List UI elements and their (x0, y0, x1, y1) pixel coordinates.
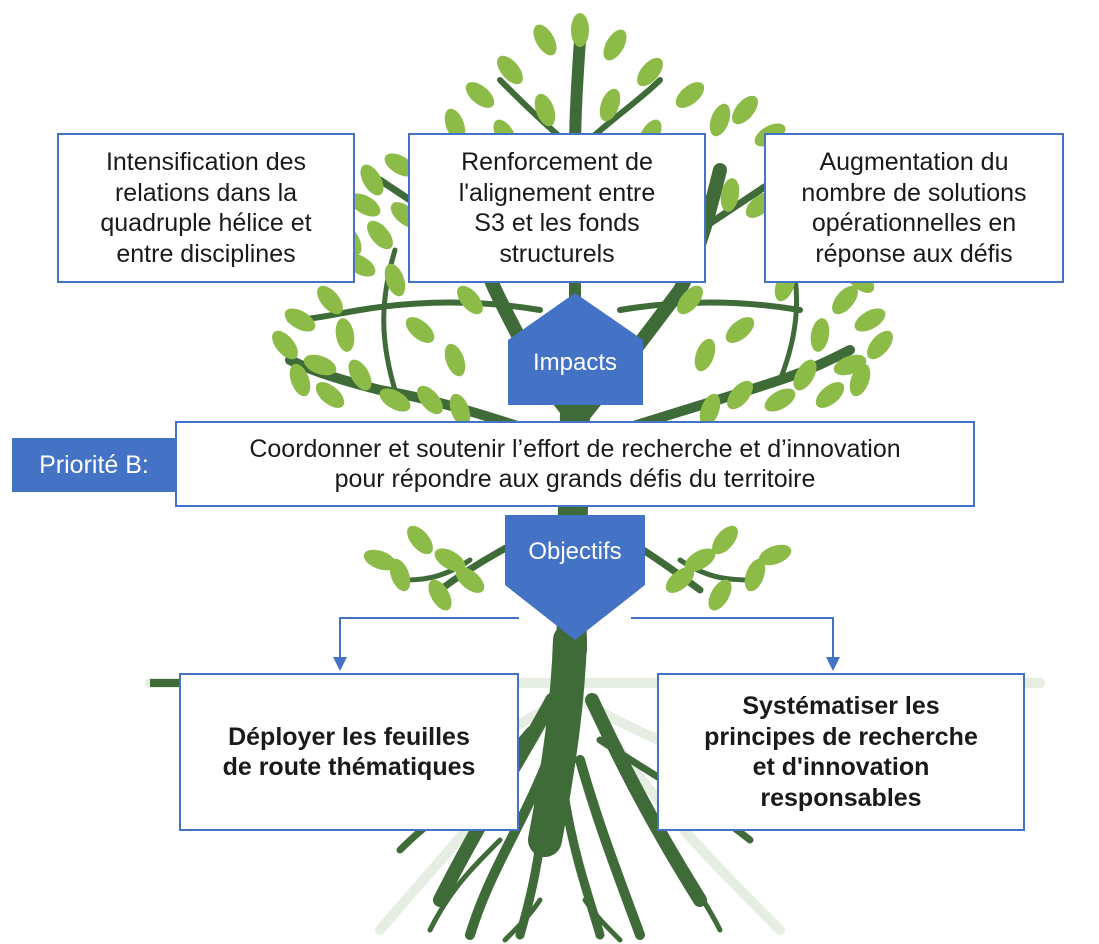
leaf-shape (725, 317, 755, 343)
leaf-shape (709, 103, 731, 137)
leaf-shape (533, 24, 557, 56)
leaf-shape (497, 55, 523, 85)
leaf-shape (832, 285, 858, 315)
leaf-shape (849, 363, 871, 397)
leaf-shape (449, 393, 471, 427)
leaf-shape (665, 567, 695, 593)
leaf-shape (793, 359, 817, 391)
leaf-shape (349, 193, 381, 217)
leaf-shape (303, 354, 337, 376)
leaf-shape (744, 558, 766, 592)
leaf-shape (708, 579, 732, 611)
impact-box-solutions: Augmentation du nombre de solutions opér… (764, 133, 1064, 283)
leaf-shape (417, 385, 443, 415)
leaf-shape (272, 330, 298, 360)
leaf-shape (360, 164, 384, 196)
leaf-shape (677, 285, 703, 315)
right-connector-arrowhead (826, 657, 840, 671)
leaf-shape (407, 525, 433, 555)
leaf-shape (363, 549, 397, 571)
leaf-shape (712, 525, 738, 555)
leaf-shape (810, 318, 830, 352)
leaf-shape (732, 95, 758, 125)
leaf-shape (457, 285, 483, 315)
leaf-shape (434, 548, 466, 572)
leaf-shape (599, 88, 621, 122)
leaf-shape (727, 380, 753, 410)
leaf-shape (384, 263, 406, 297)
impact-box-relations: Intensification des relations dans la qu… (57, 133, 355, 283)
leaf-shape (867, 330, 893, 360)
leaf-shape (637, 57, 663, 87)
leaf-shape (684, 548, 716, 572)
leaf-shape (675, 82, 705, 108)
leaf-shape (379, 388, 411, 412)
leaf-shape (317, 285, 343, 315)
connector-arrow (339, 617, 834, 660)
leaf-shape (720, 178, 740, 212)
leaf-shape (348, 359, 372, 391)
leaf-shape (699, 393, 721, 427)
priority-statement: Coordonner et soutenir l’effort de reche… (175, 421, 975, 507)
objective-box-recherche-responsable: Systématiser les principes de recherche … (657, 673, 1025, 831)
leaf-shape (444, 343, 466, 377)
leaf-shape (815, 382, 845, 408)
leaf-shape (284, 308, 316, 332)
leaf-shape (384, 153, 416, 177)
impact-box-alignement: Renforcement de l'alignement entre S3 et… (408, 133, 706, 283)
objective-box-feuilles-de-route: Déployer les feuilles de route thématiqu… (179, 673, 519, 831)
leaf-shape (854, 308, 886, 332)
leaf-shape (455, 567, 485, 593)
leaf-shape (428, 579, 452, 611)
leaf-shape (405, 317, 435, 343)
leaf-shape (694, 338, 716, 372)
leaf-shape (335, 318, 355, 352)
leaf-shape (603, 29, 627, 61)
objectifs-label: Objectifs (528, 538, 622, 565)
priority-tag: Priorité B: (12, 438, 176, 492)
leaf-shape (289, 363, 311, 397)
leaf-shape (758, 544, 792, 566)
objectifs-down-arrow-shape (505, 515, 645, 640)
leaf-shape (534, 93, 556, 127)
leaf-shape (465, 82, 495, 108)
leaf-shape (315, 382, 345, 408)
leaf-shape (764, 388, 796, 412)
impacts-label: Impacts (532, 349, 618, 376)
leaf-shape (367, 220, 393, 250)
leaf-shape (571, 13, 589, 47)
impacts-up-arrow-shape (508, 293, 643, 405)
left-connector-arrowhead (333, 657, 347, 671)
